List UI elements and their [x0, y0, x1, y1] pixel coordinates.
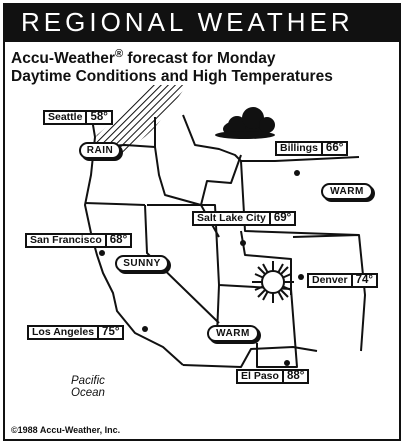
border-mexico	[182, 346, 318, 368]
city-name: El Paso	[241, 370, 279, 382]
border-east	[292, 234, 366, 352]
san-francisco-dot	[99, 250, 105, 256]
los-angeles-dot	[142, 326, 148, 332]
condition-sunny: SUNNY	[115, 255, 169, 272]
border-wy	[240, 160, 360, 236]
forecast-day: forecast for Monday	[127, 50, 276, 68]
city-label-billings: Billings 66°	[275, 141, 349, 156]
city-temp: 75°	[97, 326, 122, 338]
city-temp: 69°	[268, 212, 294, 224]
city-name: Seattle	[48, 111, 83, 123]
border-ut-co	[201, 204, 292, 290]
city-label-san-francisco: San Francisco 68°	[25, 233, 133, 248]
city-temp: 68°	[104, 234, 130, 246]
city-name: Denver	[312, 274, 348, 286]
city-label-seattle: Seattle 58°	[43, 110, 113, 125]
city-label-salt-lake-city: Salt Lake City 69°	[192, 211, 297, 226]
border-mt	[182, 114, 360, 162]
page-title: REGIONAL WEATHER	[21, 7, 354, 37]
city-name: San Francisco	[30, 234, 102, 246]
subtitle-line-1: Accu-Weather® forecast for Monday	[11, 45, 401, 68]
rain-zone	[83, 85, 187, 161]
sun-icon	[252, 261, 294, 303]
city-name: Salt Lake City	[197, 212, 266, 224]
cloud-icon	[215, 107, 275, 139]
condition-warm-north: WARM	[321, 183, 373, 200]
brand-name: Accu-Weather	[11, 50, 115, 68]
city-label-denver: Denver 74°	[307, 273, 378, 288]
header-bar: REGIONAL WEATHER	[5, 5, 399, 42]
border-or-ca	[84, 202, 146, 206]
border-nm	[256, 288, 298, 368]
city-name: Billings	[280, 142, 318, 154]
subtitle-line-2: Daytime Conditions and High Temperatures	[11, 68, 333, 86]
regional-map	[83, 85, 366, 368]
city-temp: 88°	[281, 370, 307, 382]
city-label-los-angeles: Los Angeles 75°	[27, 325, 125, 340]
registered-mark: ®	[114, 48, 124, 60]
city-temp: 58°	[85, 111, 110, 123]
condition-warm-south: WARM	[207, 325, 259, 342]
billings-dot	[294, 170, 300, 176]
pacific-coastline	[84, 112, 184, 366]
city-temp: 74°	[350, 274, 376, 286]
weather-panel: REGIONAL WEATHER Accu-Weather® forecast …	[3, 3, 401, 441]
border-id	[154, 117, 242, 206]
ocean-label: Pacific Ocean	[71, 375, 105, 399]
condition-rain: RAIN	[79, 142, 121, 159]
ocean-label-line-1: Pacific	[71, 375, 105, 387]
el-paso-dot	[284, 360, 290, 366]
city-label-el-paso: El Paso 88°	[236, 369, 310, 384]
city-name: Los Angeles	[32, 326, 95, 338]
city-temp: 66°	[320, 142, 346, 154]
copyright-notice: ©1988 Accu-Weather, Inc.	[11, 425, 121, 435]
denver-dot	[298, 274, 304, 280]
ocean-label-line-2: Ocean	[71, 387, 105, 399]
salt-lake-city-dot	[240, 240, 246, 246]
border-ca-nv	[144, 204, 220, 324]
forecast-subtitle: Accu-Weather® forecast for Monday Daytim…	[11, 45, 401, 86]
